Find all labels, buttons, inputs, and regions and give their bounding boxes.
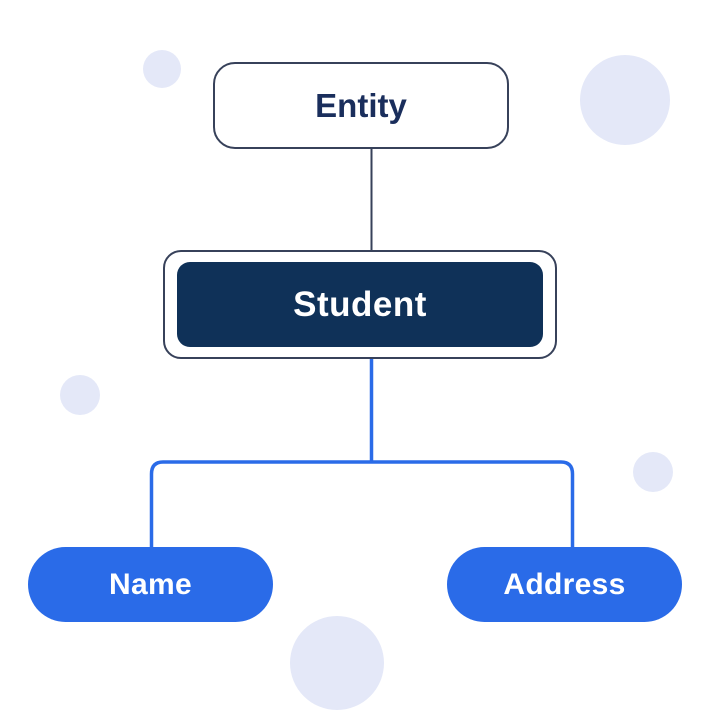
node-student-frame: Student [163,250,557,359]
node-address-label: Address [503,567,626,601]
decorative-circle-mid-right [633,452,673,492]
decorative-circle-mid-left [60,375,100,415]
decorative-circle-bottom-center [290,616,384,710]
node-entity-label: Entity [315,86,407,124]
decorative-circle-top-right [580,55,670,145]
edge-branch-to-attributes [149,460,575,550]
decorative-circle-top-left [143,50,181,88]
node-entity: Entity [213,62,509,149]
node-address: Address [447,547,682,622]
node-student-label: Student [293,284,427,324]
node-name-label: Name [109,567,192,601]
node-student: Student [177,262,543,347]
node-name: Name [28,547,273,622]
